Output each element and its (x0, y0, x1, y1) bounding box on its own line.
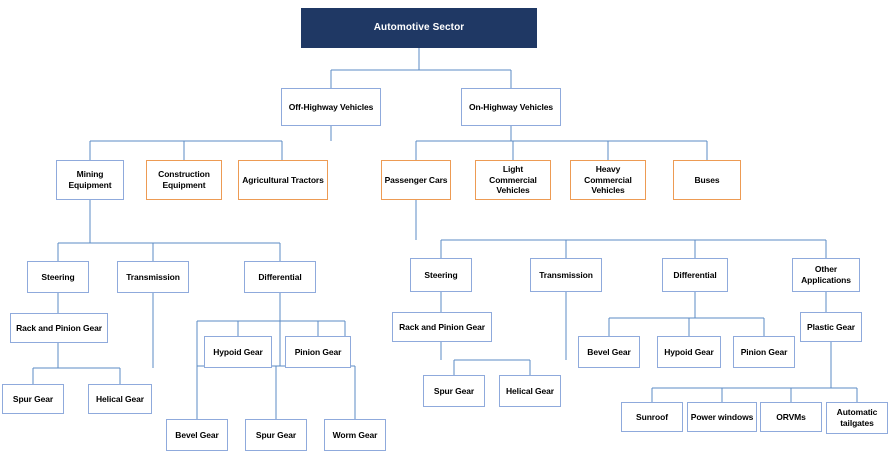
node-root[interactable]: Automotive Sector (301, 8, 537, 48)
node-offhighway-hypoid-gear[interactable]: Hypoid Gear (204, 336, 272, 368)
node-onhighway-differential[interactable]: Differential (662, 258, 728, 292)
node-mining-equipment[interactable]: Mining Equipment (56, 160, 124, 200)
node-orvms[interactable]: ORVMs (760, 402, 822, 432)
node-sunroof[interactable]: Sunroof (621, 402, 683, 432)
node-offhighway-transmission[interactable]: Transmission (117, 261, 189, 293)
node-onhighway-hypoid-gear[interactable]: Hypoid Gear (657, 336, 721, 368)
node-buses[interactable]: Buses (673, 160, 741, 200)
node-passenger-cars[interactable]: Passenger Cars (381, 160, 451, 200)
node-light-commercial-vehicles[interactable]: Light Commercial Vehicles (475, 160, 551, 200)
node-onhighway-transmission[interactable]: Transmission (530, 258, 602, 292)
node-offhighway-steering[interactable]: Steering (27, 261, 89, 293)
node-onhighway-spur-gear[interactable]: Spur Gear (423, 375, 485, 407)
node-offhighway-worm-gear[interactable]: Worm Gear (324, 419, 386, 451)
node-onhighway-pinion-gear[interactable]: Pinion Gear (733, 336, 795, 368)
node-offhighway-spur-gear-differential[interactable]: Spur Gear (245, 419, 307, 451)
node-onhighway-steering[interactable]: Steering (410, 258, 472, 292)
node-onhighway-other-applications[interactable]: Other Applications (792, 258, 860, 292)
node-power-windows[interactable]: Power windows (687, 402, 757, 432)
node-offhighway-differential[interactable]: Differential (244, 261, 316, 293)
node-heavy-commercial-vehicles[interactable]: Heavy Commercial Vehicles (570, 160, 646, 200)
node-onhighway-helical-gear[interactable]: Helical Gear (499, 375, 561, 407)
node-offhighway-bevel-gear[interactable]: Bevel Gear (166, 419, 228, 451)
node-offhighway-helical-gear[interactable]: Helical Gear (88, 384, 152, 414)
node-on-highway-vehicles[interactable]: On-Highway Vehicles (461, 88, 561, 126)
node-construction-equipment[interactable]: Construction Equipment (146, 160, 222, 200)
node-offhighway-pinion-gear[interactable]: Pinion Gear (285, 336, 351, 368)
node-onhighway-bevel-gear[interactable]: Bevel Gear (578, 336, 640, 368)
node-onhighway-rack-and-pinion-gear[interactable]: Rack and Pinion Gear (392, 312, 492, 342)
node-offhighway-rack-and-pinion-gear[interactable]: Rack and Pinion Gear (10, 313, 108, 343)
node-off-highway-vehicles[interactable]: Off-Highway Vehicles (281, 88, 381, 126)
node-automatic-tailgates[interactable]: Automatic tailgates (826, 402, 888, 434)
node-agricultural-tractors[interactable]: Agricultural Tractors (238, 160, 328, 200)
node-offhighway-spur-gear-steering[interactable]: Spur Gear (2, 384, 64, 414)
node-plastic-gear[interactable]: Plastic Gear (800, 312, 862, 342)
